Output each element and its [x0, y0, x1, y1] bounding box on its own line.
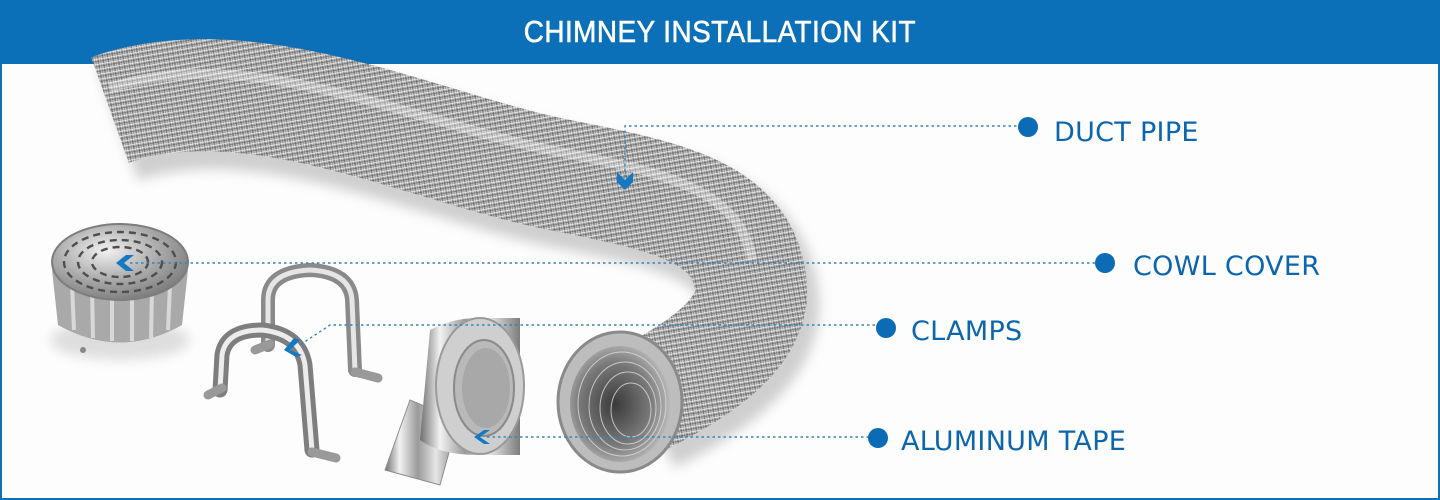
arrow-markers [116, 172, 633, 444]
clamps-image [203, 262, 383, 463]
duct-pipe-bullet-icon [1018, 117, 1038, 137]
callout-cowl-cover: COWL COVER [1133, 251, 1321, 282]
aluminum-tape-image [384, 317, 525, 486]
page-title: CHIMNEY INSTALLATION KIT [523, 14, 917, 50]
clamps-arrow-icon [284, 338, 302, 357]
duct-pipe-image [91, 39, 819, 474]
clamps-bullet-icon [876, 318, 896, 338]
aluminum-tape-bullet-icon [868, 428, 888, 448]
callout-aluminum-tape: ALUMINUM TAPE [901, 426, 1127, 457]
aluminum-tape-arrow-icon [474, 430, 490, 444]
cowl-cover-image [50, 223, 190, 360]
cowl-cover-arrow-icon [116, 255, 134, 271]
cowl-cover-bullet-icon [1095, 253, 1115, 273]
duct-pipe-arrow-icon [617, 172, 633, 190]
leader-lines [130, 125, 1095, 438]
callout-duct-pipe: DUCT PIPE [1054, 117, 1199, 148]
callout-clamps: CLAMPS [911, 316, 1023, 347]
